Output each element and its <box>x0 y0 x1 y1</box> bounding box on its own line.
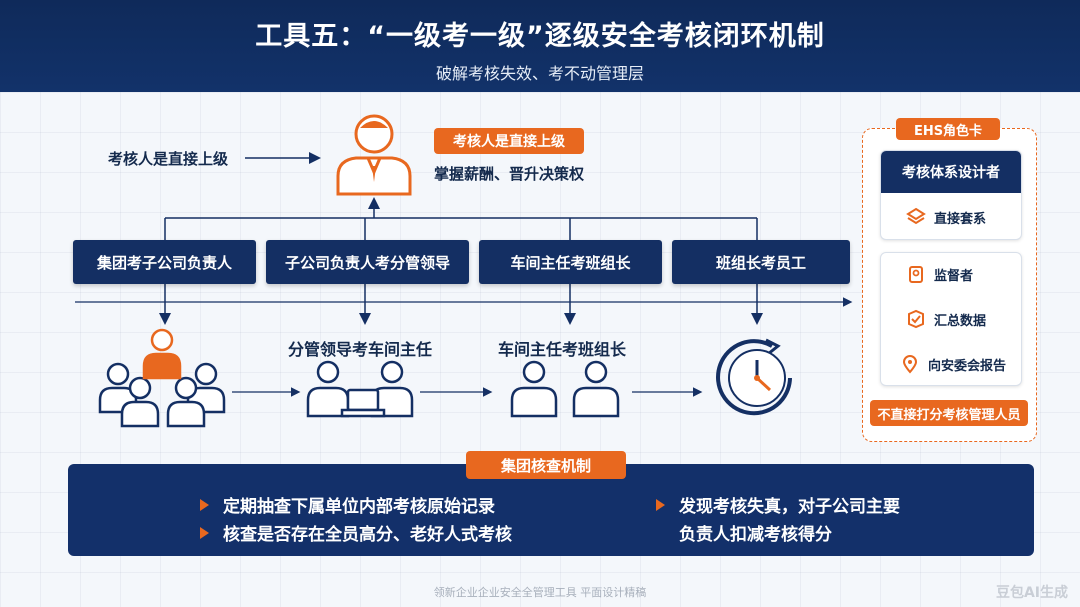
bullet-arrow-icon <box>200 498 209 511</box>
group-check-panel <box>68 464 1034 556</box>
mid-label-third: 车间主任考班组长 <box>498 340 627 359</box>
check-bullet-1: 定期抽查下属单位内部考核原始记录 <box>200 492 495 517</box>
meeting-laptop-icon <box>306 360 414 418</box>
bullet-arrow-icon <box>200 526 209 539</box>
direct-label: 直接套系 <box>934 211 987 227</box>
side-item-supervisor: 监督者 <box>906 264 973 284</box>
group-check-title: 集团核查机制 <box>466 451 626 479</box>
report-label: 向安委会报告 <box>928 358 1007 374</box>
location-pin-icon <box>902 355 918 374</box>
level-box-subsidiary: 子公司负责人考分管领导 <box>266 240 469 284</box>
no-direct-score-tag: 不直接打分考核管理人员 <box>870 400 1028 426</box>
check-bullet-3: 发现考核失真，对子公司主要 <box>656 492 900 517</box>
level-box-group: 集团考子公司负责人 <box>73 240 256 284</box>
data-summary-icon <box>908 309 924 329</box>
footer-caption: 领新企业企业安全全管理工具 平面设计精稿 <box>433 586 647 599</box>
check-bullet-3-text: 发现考核失真，对子公司主要 <box>679 497 900 517</box>
mid-label-second: 分管领导考车间主任 <box>288 340 433 359</box>
side-item-report: 向安委会报告 <box>900 354 1006 374</box>
direct-item: 直接套系 <box>906 207 986 227</box>
two-workers-icon <box>510 360 620 418</box>
supervisor-label: 监督者 <box>934 268 974 284</box>
page-title: 工具五：“一级考一级”逐级安全考核闭环机制 <box>255 21 825 52</box>
level-box-workshop: 车间主任考班组长 <box>479 240 662 284</box>
header-banner: 工具五：“一级考一级”逐级安全考核闭环机制 破解考核失效、考不动管理层 <box>0 0 1080 92</box>
top-manager-icon <box>336 114 412 196</box>
check-bullet-2: 核查是否存在全员高分、老好人式考核 <box>200 520 512 545</box>
bullet-arrow-icon <box>656 498 665 511</box>
check-bullet-3-line2: 负责人扣减考核得分 <box>679 520 832 545</box>
page-subtitle: 破解考核失效、考不动管理层 <box>435 64 644 83</box>
supervisor-icon <box>909 266 923 283</box>
cycle-clock-icon <box>716 338 792 416</box>
designer-title: 考核体系设计者 <box>881 151 1021 193</box>
side-item-summary: 汇总数据 <box>906 309 986 329</box>
summary-label: 汇总数据 <box>934 313 987 329</box>
top-left-label: 考核人是直接上级 <box>108 150 229 168</box>
watermark: 豆包AI生成 <box>995 585 1068 601</box>
top-reviewer-desc: 掌握薪酬、晋升决策权 <box>434 165 585 183</box>
ehs-card-title: EHS角色卡 <box>896 118 1000 140</box>
group-meeting-icon <box>98 328 226 428</box>
designer-card: 考核体系设计者 <box>880 150 1022 240</box>
level-box-team-leader: 班组长考员工 <box>672 240 850 284</box>
check-bullet-3-text-line2: 负责人扣减考核得分 <box>679 525 832 545</box>
check-bullet-2-text: 核查是否存在全员高分、老好人式考核 <box>223 525 512 545</box>
check-bullet-1-text: 定期抽查下属单位内部考核原始记录 <box>223 497 495 517</box>
layers-icon <box>906 207 926 225</box>
top-reviewer-tag: 考核人是直接上级 <box>434 128 584 154</box>
